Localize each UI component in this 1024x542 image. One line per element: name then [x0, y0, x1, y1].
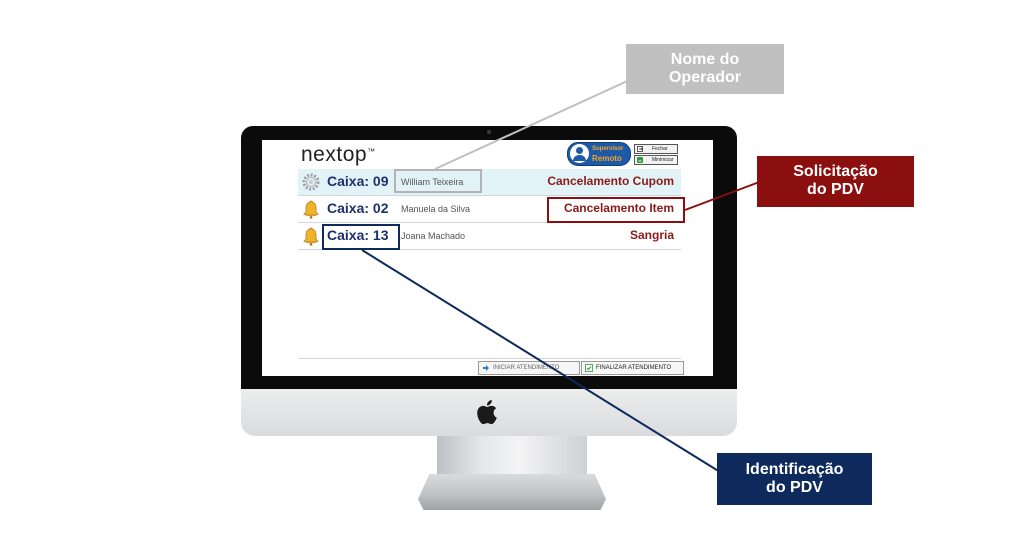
operator-name: William Teixeira [401, 177, 464, 187]
operator-connector [434, 77, 635, 170]
minimize-icon [637, 157, 643, 163]
callout-identification-line1: Identificação [745, 461, 844, 478]
callout-identification-line2: do PDV [766, 479, 823, 496]
finish-service-button[interactable]: FINALIZAR ATENDIMENTO [581, 361, 684, 375]
request-connector [684, 180, 763, 211]
request-row[interactable]: Caixa: 02 Manuela da Silva Cancelamento … [298, 196, 681, 223]
callout-operator-line1: Nome do [670, 51, 740, 68]
remote-badge-line2: Remoto [592, 154, 622, 163]
finish-icon [585, 364, 593, 372]
imac-stand-base [418, 474, 606, 510]
request-highlight [547, 197, 685, 223]
callout-request-line2: do PDV [807, 181, 864, 198]
minimize-label: Minimizar [652, 157, 674, 163]
finish-service-label: FINALIZAR ATENDIMENTO [596, 365, 672, 371]
operator-highlight [394, 169, 482, 193]
request-type: Cancelamento Item [563, 201, 674, 215]
request-row[interactable]: Caixa: 09 William Teixeira Cancelamento … [298, 169, 681, 196]
operator-name: Manuela da Silva [401, 204, 471, 214]
supervisor-remoto-button[interactable]: Supervisor Remoto [567, 142, 631, 166]
caixa-highlight [322, 224, 400, 250]
request-type: Cancelamento Cupom [547, 174, 674, 188]
nextop-logo: nextop™ [301, 143, 376, 167]
footer-divider [298, 358, 681, 359]
close-label: Fechar [652, 146, 668, 152]
exit-icon [637, 146, 643, 152]
imac-stand-neck [437, 434, 587, 480]
app-screen: nextop™ Supervisor Remoto Fechar Minimiz… [262, 140, 713, 376]
gear-icon [302, 173, 320, 191]
caixa-label: Caixa: 02 [327, 200, 389, 216]
brand-name: nextop [301, 143, 368, 166]
request-type: Sangria [629, 228, 674, 242]
bell-icon [303, 200, 319, 219]
start-service-label: INICIAR ATENDIMENTO [493, 365, 560, 371]
user-icon [570, 144, 589, 163]
request-row[interactable]: Caixa: 13 Joana Machado Sangria [298, 223, 681, 250]
close-button[interactable]: Fechar [634, 144, 678, 154]
callout-request-line1: Solicitação [793, 163, 878, 180]
brand-trademark: ™ [367, 147, 376, 156]
remote-badge-line1: Supervisor [592, 146, 624, 152]
identification-connector [361, 249, 721, 473]
imac-camera [487, 130, 491, 134]
callout-pdv-request: Solicitação do PDV [757, 156, 914, 207]
start-service-button[interactable]: INICIAR ATENDIMENTO [478, 361, 580, 375]
callout-operator-name: Nome do Operador [626, 44, 784, 94]
operator-name: Joana Machado [401, 231, 466, 241]
apple-logo-icon [477, 400, 497, 425]
caixa-label: Caixa: 13 [327, 227, 389, 243]
bell-icon [303, 227, 319, 246]
callout-pdv-identification: Identificação do PDV [717, 453, 872, 505]
caixa-label: Caixa: 09 [327, 173, 389, 189]
callout-operator-line2: Operador [668, 69, 741, 86]
arrow-right-icon [483, 365, 489, 371]
minimize-button[interactable]: Minimizar [634, 155, 678, 165]
